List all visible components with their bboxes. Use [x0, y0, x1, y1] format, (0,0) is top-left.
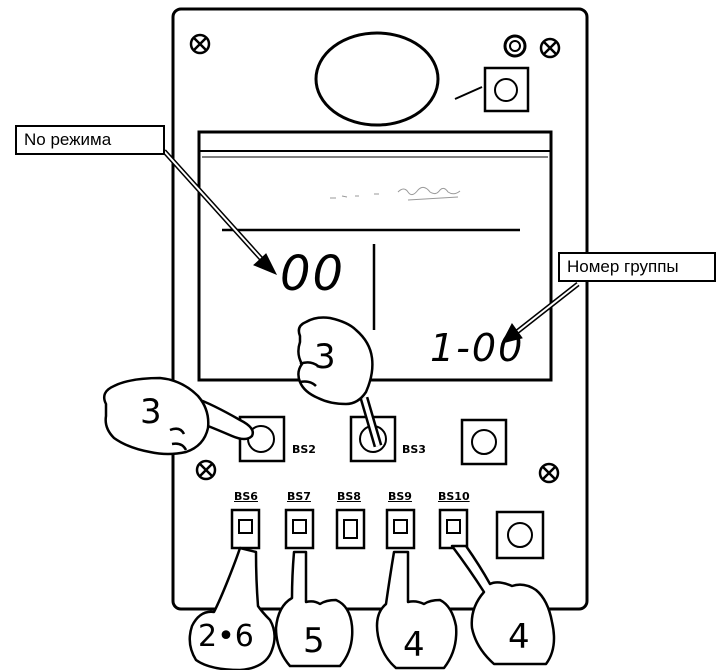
hand-bs7-step: 5 [303, 621, 325, 661]
screw-icon-top-right [539, 37, 561, 59]
hand-bs9-step: 4 [403, 625, 425, 665]
mode-arrow [162, 149, 278, 275]
bs3-label: BS3 [402, 443, 426, 456]
mode-number-callout: No режима [15, 125, 165, 155]
group-number-callout: Номер группы [558, 252, 716, 282]
sensor-leader-line [454, 86, 483, 100]
hand-icon-bs2 [103, 376, 254, 456]
hand-bs10-step: 4 [508, 617, 530, 657]
screw-icon-mid-left [195, 459, 217, 481]
hand-icon-bs10 [450, 544, 556, 666]
bs2-label: BS2 [292, 443, 316, 456]
bs10-button [438, 508, 469, 550]
hand-icon-bs9 [375, 550, 458, 670]
hand-bs6-step: 2•6 [198, 619, 254, 654]
group-number-label: Номер группы [567, 257, 679, 276]
bs8-button [335, 508, 366, 550]
group-arrow [501, 282, 580, 344]
lcd-faded-text [330, 186, 461, 201]
bs9-label: BS9 [388, 490, 412, 503]
bs9-button [385, 508, 416, 550]
led-indicator [503, 34, 527, 58]
bs8-label: BS8 [337, 490, 361, 503]
sensor-window [314, 31, 440, 127]
hand-bs2-step: 3 [140, 392, 162, 432]
group-value-readout: 1-00 [430, 326, 525, 370]
bs6-label: BS6 [234, 490, 258, 503]
bs7-label: BS7 [287, 490, 311, 503]
hand-icon-bs3 [297, 316, 383, 448]
bottom-right-square-button [495, 510, 545, 560]
mode-number-label: No режима [24, 130, 112, 149]
mode-value-readout: 00 [280, 246, 346, 302]
hand-icon-bs6 [188, 546, 276, 670]
top-square-button [483, 66, 530, 113]
hand-icon-bs7 [274, 550, 354, 668]
hand-bs3-step: 3 [314, 337, 336, 377]
bs7-button [284, 508, 315, 550]
bs6-button [230, 508, 261, 550]
right-square-button [460, 418, 508, 466]
bs10-label: BS10 [438, 490, 470, 503]
screw-icon-top-left [189, 33, 211, 55]
screw-icon-mid-right [538, 462, 560, 484]
